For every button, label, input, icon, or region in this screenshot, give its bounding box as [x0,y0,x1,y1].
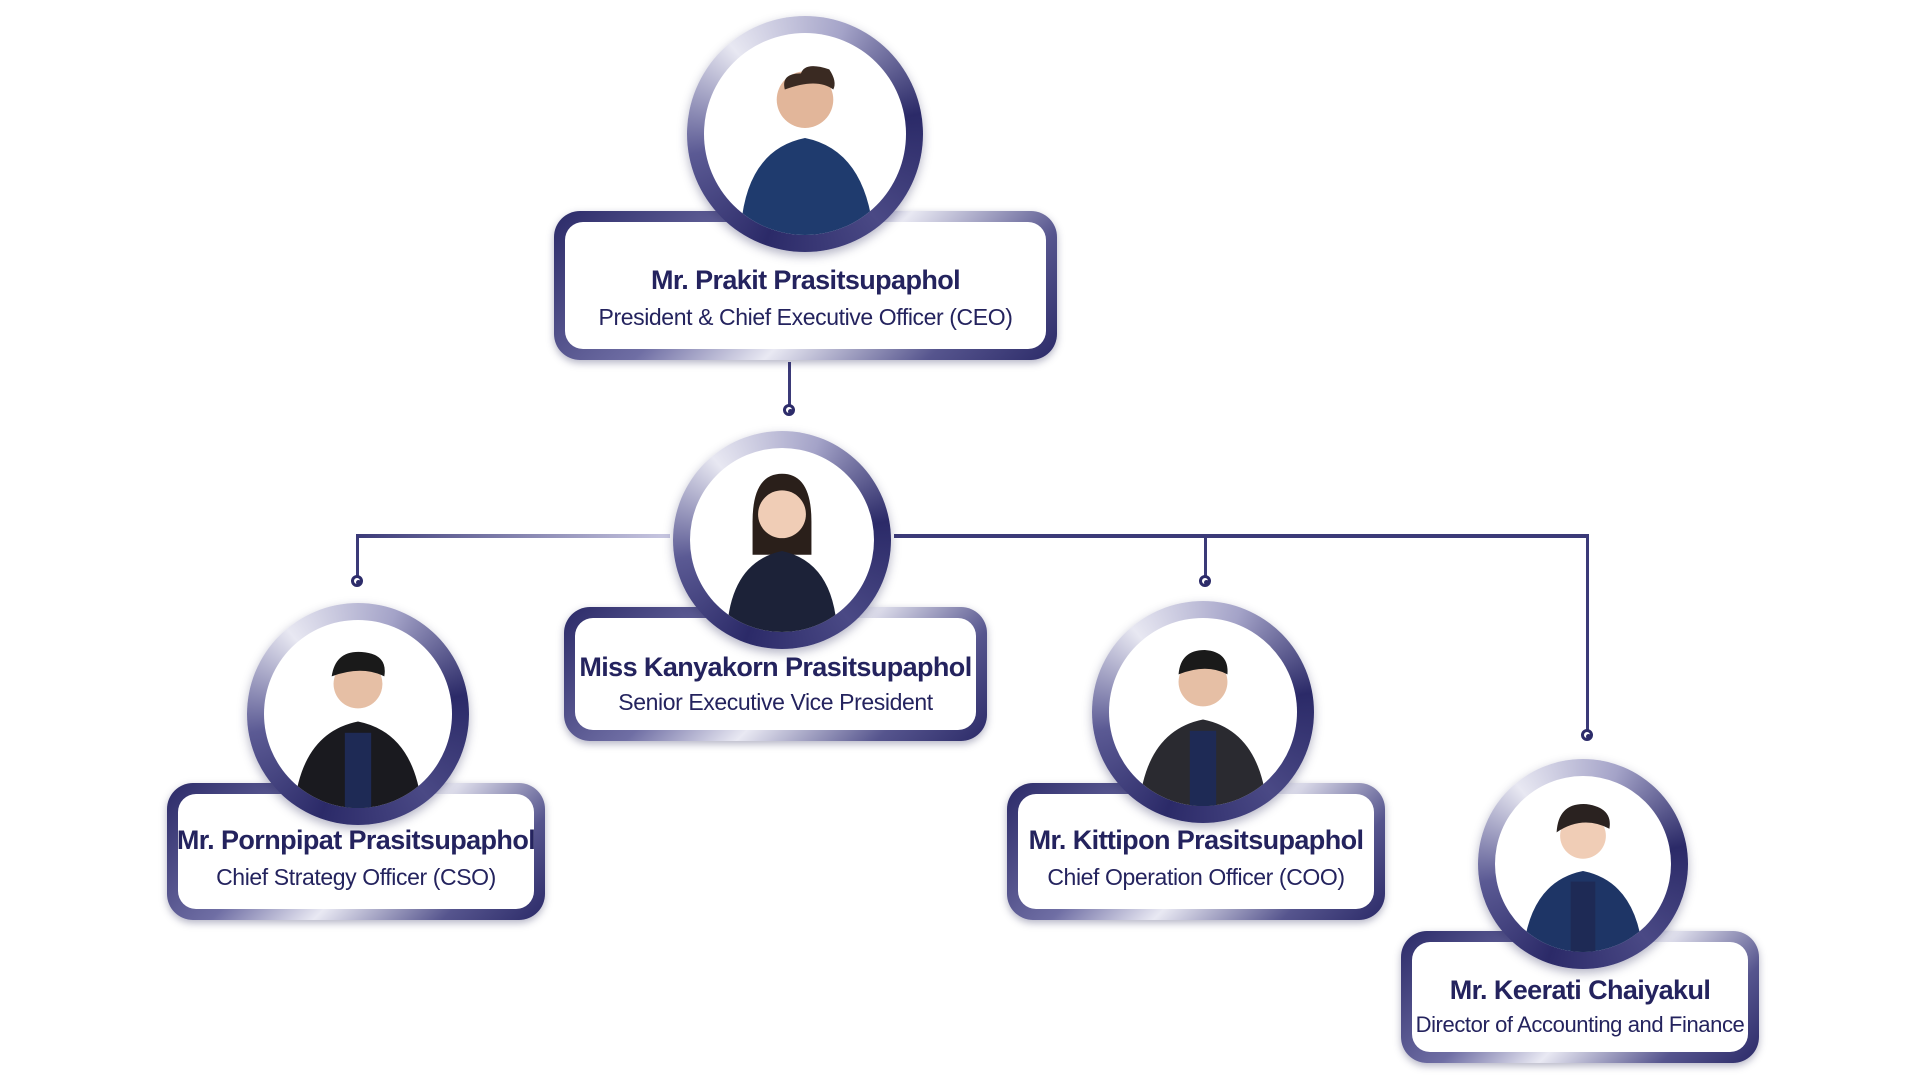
person-name: Mr. Keerati Chaiyakul [1449,975,1711,1005]
connector-coo [1204,534,1207,576]
connector-dot [1581,729,1593,741]
connector-cso [356,534,359,576]
person-role: Director of Accounting and Finance [1415,1012,1745,1037]
connector-dot [783,404,795,416]
avatar-cso [247,603,469,825]
card-director: Mr. Keerati Chaiyakul Director of Accoun… [1401,931,1759,1063]
person-role: Chief Strategy Officer (CSO) [216,864,496,890]
person-role: Chief Operation Officer (COO) [1047,864,1345,890]
connector-director [1586,534,1589,730]
connector-horizontal-right [894,534,1589,538]
connector-dot [1199,575,1211,587]
person-name: Miss Kanyakorn Prasitsupaphol [579,652,972,682]
person-photo-icon [740,66,874,235]
person-name: Mr. Kittipon Prasitsupaphol [1028,825,1364,855]
person-role: Senior Executive Vice President [618,689,933,715]
avatar-director [1478,759,1688,969]
person-name: Mr. Prakit Prasitsupaphol [650,265,961,295]
connector-dot [351,575,363,587]
avatar-coo [1092,601,1314,823]
avatar-ceo [687,16,923,252]
card-coo: Mr. Kittipon Prasitsupaphol Chief Operat… [1007,783,1385,920]
connector-ceo-sevp [788,362,791,406]
person-photo-icon [1523,804,1643,952]
avatar-sevp [673,431,891,649]
person-photo-icon [1139,649,1267,806]
connector-horizontal-left [356,534,670,538]
person-name: Mr. Pornpipat Prasitsupaphol [176,825,536,855]
person-photo-icon [726,473,838,632]
person-role: President & Chief Executive Officer (CEO… [598,304,1013,330]
person-photo-icon [294,651,422,808]
